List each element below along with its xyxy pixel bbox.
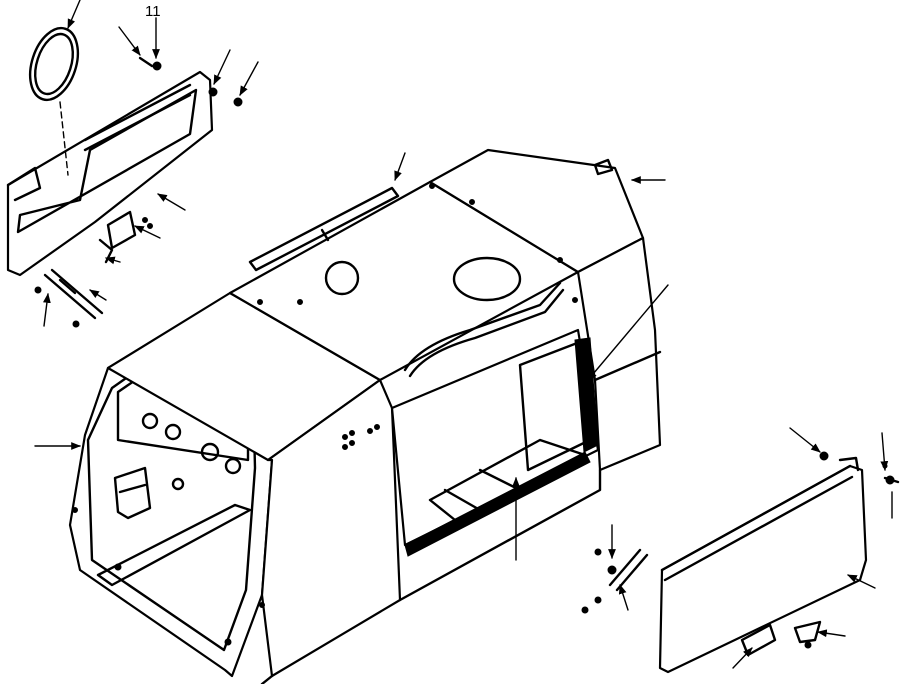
gauge-hole-2 xyxy=(164,423,182,441)
right-door-gas-strut xyxy=(608,548,642,587)
left-access-door xyxy=(6,26,243,328)
base-skirt xyxy=(398,468,602,602)
door-seal-ring xyxy=(28,26,80,102)
callout-leaders xyxy=(34,0,893,669)
right-access-door xyxy=(581,451,900,674)
door-latch xyxy=(106,210,137,250)
bottom-tray xyxy=(428,438,587,522)
gasket-strip-vertical xyxy=(574,337,599,453)
engine-hood-enclosure xyxy=(68,148,662,684)
louver-strip xyxy=(403,281,562,372)
floor-rail xyxy=(96,503,252,587)
callout-label-11: 11 xyxy=(145,3,161,20)
gasket-strip-bottom xyxy=(404,451,591,557)
gauge-hole-1 xyxy=(141,412,159,430)
hood-side-front xyxy=(260,378,402,678)
mount-bracket xyxy=(113,466,152,520)
top-handle-rail xyxy=(248,186,400,272)
side-service-opening xyxy=(390,328,600,547)
door-gas-strut xyxy=(43,273,97,320)
hood-bolt-dots xyxy=(72,183,578,646)
gauge-hole-4 xyxy=(224,457,242,475)
top-opening-small xyxy=(324,260,360,296)
top-opening-large xyxy=(452,256,522,302)
gauge-hole-3 xyxy=(200,442,220,462)
vent-cap xyxy=(593,158,614,176)
left-door-panel xyxy=(6,70,214,277)
bolt-11 xyxy=(152,61,162,71)
hood-rear-hump xyxy=(428,148,645,274)
right-door-panel xyxy=(658,464,868,674)
